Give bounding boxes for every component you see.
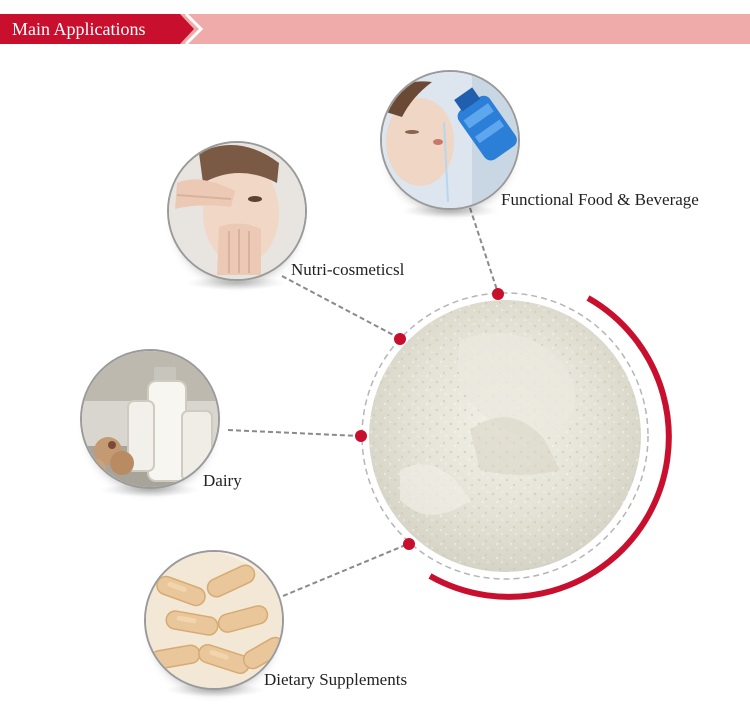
page-title: Main Applications xyxy=(12,19,146,39)
shadow xyxy=(400,204,500,218)
label-dietary-supplements: Dietary Supplements xyxy=(264,670,408,689)
shadow xyxy=(100,483,200,497)
dashed-ring xyxy=(361,292,649,580)
woman-drinking-water-icon xyxy=(380,70,520,210)
connector-nutri-cosmetics xyxy=(281,275,400,339)
red-arc xyxy=(428,295,672,600)
dot-functional-food xyxy=(492,288,504,300)
powder-image xyxy=(369,300,641,572)
dot-dairy xyxy=(355,430,367,442)
label-functional-food: Functional Food & Beverage xyxy=(501,190,699,209)
capsules-icon xyxy=(144,550,284,690)
label-nutri-cosmetics: Nutri-cosmeticsl xyxy=(291,260,405,279)
shadow xyxy=(165,683,265,697)
label-dairy: Dairy xyxy=(203,471,242,490)
connector-functional-food xyxy=(469,207,499,294)
connector-dairy xyxy=(227,429,361,437)
woman-face-icon xyxy=(167,141,307,281)
dot-dietary-supplements xyxy=(403,538,415,550)
shadow xyxy=(186,276,286,290)
connector-dietary-supplements xyxy=(282,543,409,597)
header-tab: Main Applications xyxy=(0,14,204,44)
milk-bottles-icon xyxy=(80,349,220,489)
dot-nutri-cosmetics xyxy=(394,333,406,345)
